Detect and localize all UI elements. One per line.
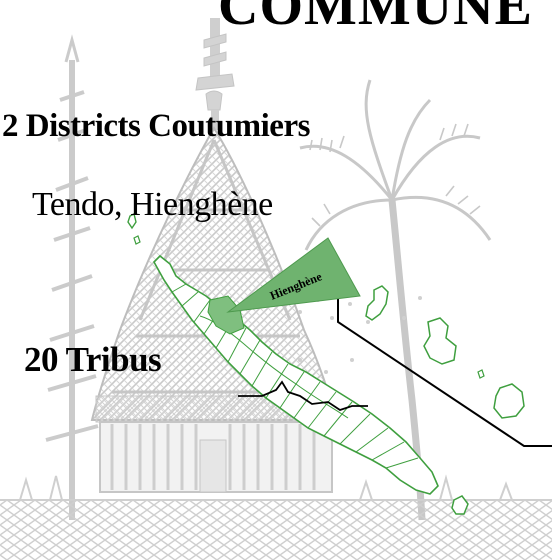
belep-islands bbox=[127, 212, 137, 230]
case-door bbox=[199, 439, 227, 493]
mare-island bbox=[493, 383, 525, 419]
ouvea-island bbox=[365, 285, 389, 321]
tribus-heading: 20 Tribus bbox=[24, 340, 162, 379]
page-title: COMMUNE bbox=[218, 0, 533, 37]
lifou-island bbox=[423, 317, 457, 365]
tiga-islet bbox=[477, 369, 485, 379]
hienghene-commune-highlight bbox=[207, 295, 245, 335]
districts-list: Tendo, Hienghène bbox=[32, 186, 273, 223]
districts-heading: 2 Districts Coutumiers bbox=[2, 108, 310, 144]
north-islet bbox=[133, 235, 141, 245]
roof-spire bbox=[195, 18, 235, 130]
hienghene-callout bbox=[226, 237, 361, 313]
case-wall bbox=[99, 421, 333, 493]
new-caledonia-map: Hienghène bbox=[127, 212, 552, 515]
left-tree bbox=[45, 34, 99, 520]
isle-of-pines bbox=[451, 495, 469, 515]
district-boundary-line bbox=[238, 380, 368, 411]
leader-line bbox=[337, 292, 552, 447]
